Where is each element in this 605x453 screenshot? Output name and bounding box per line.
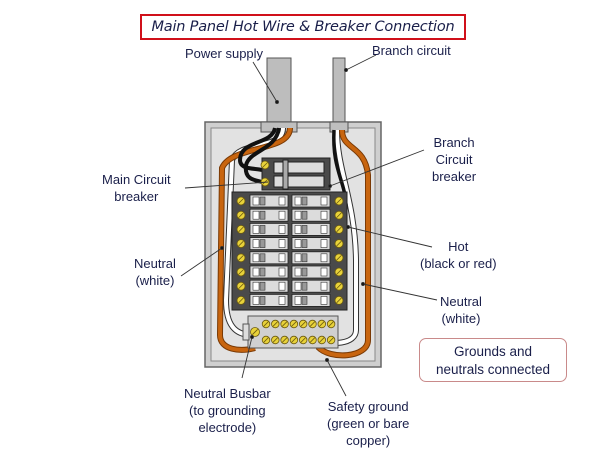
leader-main-breaker bbox=[184, 181, 269, 189]
breaker-screw-icon bbox=[334, 295, 344, 305]
label-line: copper) bbox=[346, 433, 391, 448]
busbar-screw-icon bbox=[280, 319, 289, 329]
label-line: Circuit bbox=[435, 152, 473, 167]
branch-breaker bbox=[291, 237, 331, 251]
label-line: Main Circuit bbox=[102, 172, 171, 187]
breaker-screw-icon bbox=[236, 281, 246, 291]
label-main-breaker: Main Circuit breaker bbox=[102, 171, 171, 205]
busbar-screw-icon bbox=[317, 335, 326, 345]
branch-breaker bbox=[291, 222, 331, 236]
label-line: Hot bbox=[448, 239, 469, 254]
label-line: (green or bare bbox=[327, 416, 410, 431]
busbar-screw-icon bbox=[308, 319, 317, 329]
branch-breaker bbox=[249, 279, 289, 293]
grounds-neutrals-note: Grounds and neutrals connected bbox=[419, 338, 567, 382]
label-neutral-left: Neutral (white) bbox=[134, 255, 176, 289]
branch-breaker bbox=[249, 208, 289, 222]
main-breaker-handle bbox=[282, 159, 289, 190]
branch-breaker bbox=[249, 222, 289, 236]
busbar-screw-icon bbox=[289, 319, 299, 329]
label-line: (white) bbox=[441, 311, 481, 326]
title-text: Main Panel Hot Wire & Breaker Connection bbox=[151, 19, 455, 35]
label-power-supply: Power supply bbox=[185, 46, 264, 61]
leader-safety-ground bbox=[326, 359, 347, 397]
busbar-main-screw-icon bbox=[250, 327, 260, 337]
label-neutral-right: Neutral (white) bbox=[440, 293, 482, 327]
breaker-screw-icon bbox=[236, 224, 246, 234]
branch-breaker bbox=[291, 293, 331, 307]
busbar-screw-icon bbox=[271, 319, 280, 329]
branch-breaker bbox=[291, 279, 331, 293]
branch-breaker bbox=[249, 265, 289, 279]
label-branch-breaker: Branch Circuit breaker bbox=[432, 134, 476, 185]
leader-hot bbox=[347, 226, 433, 248]
label-branch-circuit: Branch circuit bbox=[372, 43, 451, 58]
branch-breaker bbox=[249, 293, 289, 307]
label-line: Neutral Busbar bbox=[184, 386, 271, 401]
branch-breaker bbox=[249, 194, 289, 208]
hot-supply-wire-2 bbox=[243, 127, 281, 184]
leader-power-supply bbox=[252, 61, 278, 103]
branch-breaker bbox=[249, 237, 289, 251]
label-line: Neutral bbox=[134, 256, 176, 271]
breaker-screw-icon bbox=[334, 224, 344, 234]
busbar-screw-icon bbox=[289, 335, 299, 345]
busbar-screw-icon bbox=[261, 335, 271, 345]
leader-branch-breaker bbox=[329, 149, 425, 187]
leader-branch-circuit bbox=[345, 54, 377, 71]
branch-breaker bbox=[249, 251, 289, 265]
busbar-screw-icon bbox=[299, 335, 308, 345]
hot-supply-wire-1 bbox=[237, 127, 277, 172]
label-line: Safety ground bbox=[327, 399, 409, 414]
breaker-screw-icon bbox=[236, 196, 246, 206]
leader-neutral-right bbox=[362, 283, 438, 301]
branch-breaker bbox=[291, 194, 331, 208]
label-line: (to grounding bbox=[189, 403, 266, 418]
diagram-title: Main Panel Hot Wire & Breaker Connection bbox=[140, 14, 466, 40]
breaker-screw-icon bbox=[334, 253, 344, 263]
breaker-screw-icon bbox=[334, 196, 344, 206]
breaker-screw-icon bbox=[236, 295, 246, 305]
branch-breaker bbox=[291, 251, 331, 265]
branch-breaker bbox=[291, 265, 331, 279]
busbar-screw-icon bbox=[271, 335, 280, 345]
note-line: neutrals connected bbox=[435, 362, 551, 377]
busbar-screw-icon bbox=[299, 319, 308, 329]
branch-breaker bbox=[291, 208, 331, 222]
label-line: Neutral bbox=[440, 294, 482, 309]
label-line: breaker bbox=[432, 169, 477, 184]
breaker-screw-icon bbox=[334, 239, 344, 249]
busbar-screw-icon bbox=[326, 319, 336, 329]
label-line: Branch bbox=[433, 135, 475, 150]
breaker-screw-icon bbox=[236, 210, 246, 220]
label-line: (white) bbox=[135, 273, 175, 288]
breaker-screw-icon bbox=[334, 210, 344, 220]
leader-neutral-busbar bbox=[241, 336, 253, 379]
busbar-screw-icon bbox=[261, 319, 271, 329]
label-hot: Hot (black or red) bbox=[420, 238, 497, 272]
breaker-screw-icon bbox=[236, 239, 246, 249]
breaker-screw-icon bbox=[236, 267, 246, 277]
breaker-screw-icon bbox=[334, 267, 344, 277]
label-line: breaker bbox=[114, 189, 159, 204]
label-line: (black or red) bbox=[420, 256, 497, 271]
breaker-screw-icon bbox=[236, 253, 246, 263]
label-line: electrode) bbox=[198, 420, 257, 435]
label-neutral-busbar: Neutral Busbar (to grounding electrode) bbox=[184, 385, 271, 436]
note-line: Grounds and bbox=[453, 344, 533, 359]
busbar-screw-icon bbox=[326, 335, 336, 345]
leader-neutral-left bbox=[180, 247, 223, 277]
branch-circuit-conduit bbox=[332, 57, 346, 127]
label-safety-ground: Safety ground (green or bare copper) bbox=[327, 398, 409, 449]
busbar-screw-icon bbox=[280, 335, 289, 345]
busbar-screw-icon bbox=[317, 319, 326, 329]
busbar-screw-icon bbox=[308, 335, 317, 345]
main-breaker-screw-icon bbox=[260, 160, 270, 170]
breaker-screw-icon bbox=[334, 281, 344, 291]
